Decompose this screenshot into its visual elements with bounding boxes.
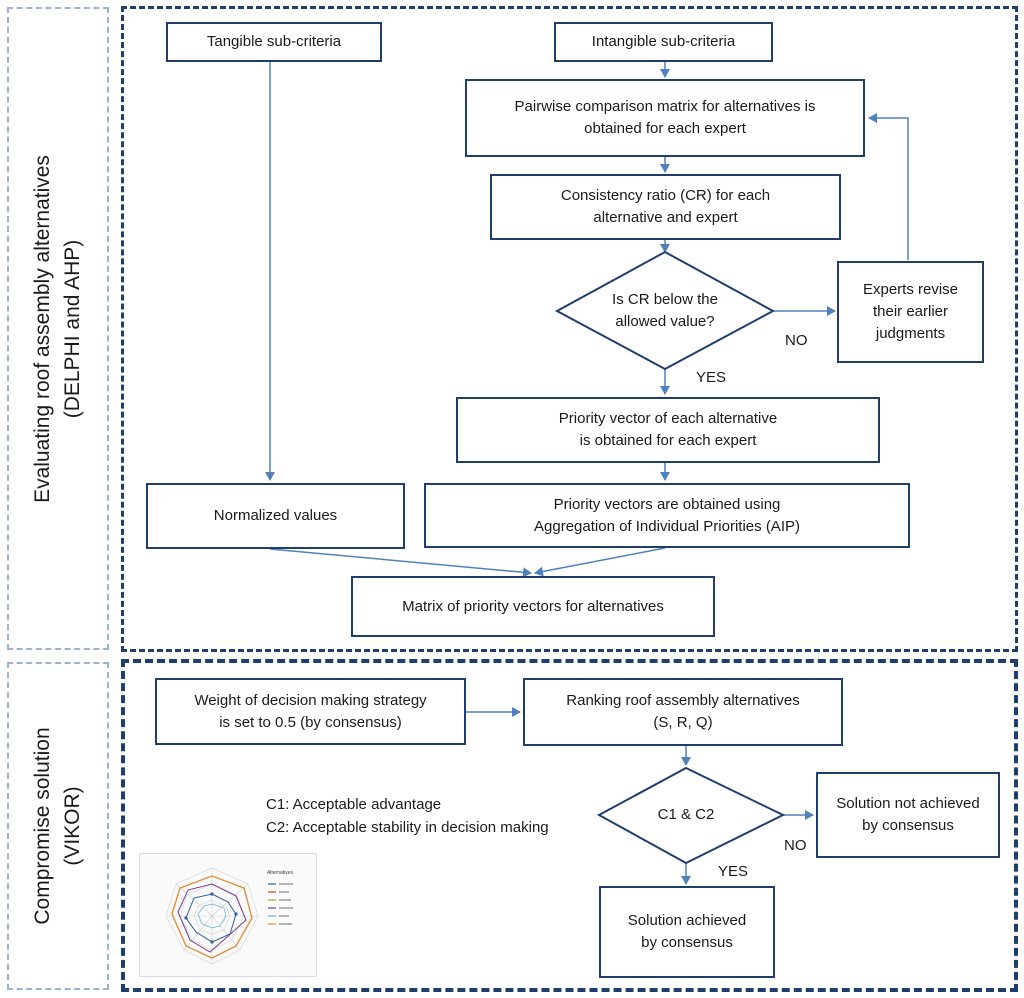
priority-matrix-box: Matrix of priority vectors for alternati… <box>351 576 715 637</box>
evaluation-section-frame <box>121 6 1018 652</box>
consistency-ratio-box: Consistency ratio (CR) for each alternat… <box>490 174 841 240</box>
solution-achieved-box: Solution achieved by consensus <box>599 886 775 978</box>
section-label-compromise: Compromise solution (VIKOR) <box>7 662 109 990</box>
weight-strategy-box: Weight of decision making strategy is se… <box>155 678 466 745</box>
section-label-evaluation: Evaluating roof assembly alternatives (D… <box>7 7 109 650</box>
c-yes-label: YES <box>718 863 749 880</box>
solution-not-achieved-box: Solution not achieved by consensus <box>816 772 1000 858</box>
intangible-sub-criteria-box: Intangible sub-criteria <box>554 22 773 62</box>
normalized-values-box: Normalized values <box>146 483 405 549</box>
experts-revise-box: Experts revise their earlier judgments <box>837 261 984 363</box>
arrow-aip-to-matrix <box>534 547 666 577</box>
cr-no-label: NO <box>785 332 808 349</box>
arrow-normalized-to-matrix <box>269 548 532 578</box>
tangible-sub-criteria-box: Tangible sub-criteria <box>166 22 382 62</box>
c-decision-label: C1 & C2 <box>657 806 715 823</box>
c2-note: C2: Acceptable stability in decision mak… <box>266 819 549 836</box>
radar-chart-thumbnail: Alternatives <box>139 853 317 977</box>
cr-decision-label: Is CR below the allowed value? <box>612 291 718 330</box>
radar-chart-icon: Alternatives <box>165 867 294 965</box>
priority-vector-box: Priority vector of each alternative is o… <box>456 397 880 463</box>
cr-yes-label: YES <box>696 369 727 386</box>
ranking-alternatives-box: Ranking roof assembly alternatives (S, R… <box>523 678 843 746</box>
arrow-experts-back-to-pairwise <box>868 113 909 260</box>
c-decision-diamond <box>596 766 786 865</box>
aip-box: Priority vectors are obtained using Aggr… <box>424 483 910 548</box>
compromise-section-frame <box>121 659 1018 992</box>
pairwise-matrix-box: Pairwise comparison matrix for alternati… <box>465 79 865 157</box>
cr-decision-diamond <box>554 250 776 371</box>
c1-note: C1: Acceptable advantage <box>266 796 442 813</box>
c-no-label: NO <box>784 837 807 854</box>
thumbnail-legend-title: Alternatives <box>267 870 294 876</box>
